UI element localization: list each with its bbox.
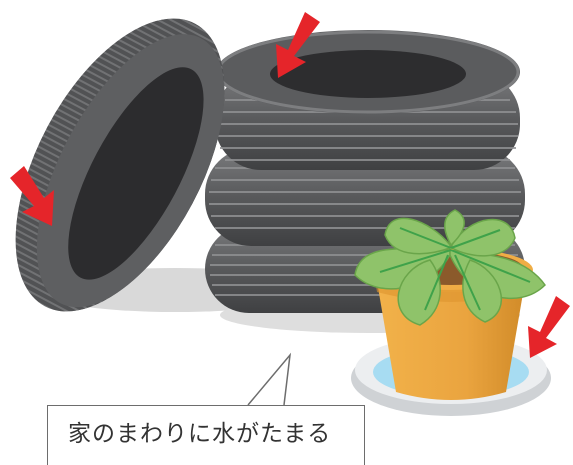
callout-pointer xyxy=(247,352,292,406)
red-arrow xyxy=(528,296,570,358)
tire-inner-hole xyxy=(68,67,204,280)
tire-inner-hole xyxy=(270,50,466,98)
stack-tire-top xyxy=(215,30,520,170)
caption-text: 家のまわりに水がたまる xyxy=(68,421,332,447)
illustration-scene xyxy=(10,12,570,416)
potted-plant xyxy=(354,209,546,400)
leaning-tire xyxy=(15,18,225,312)
red-arrow xyxy=(10,166,54,226)
red-arrow xyxy=(276,12,320,78)
